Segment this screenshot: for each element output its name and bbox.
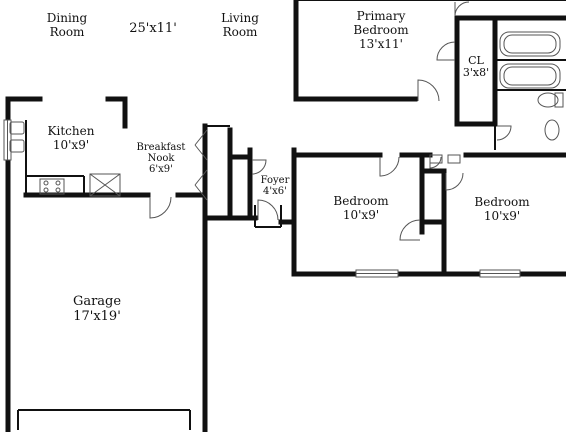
room-name-line: Nook [147,153,175,164]
room-dimensions: 4'x6' [263,186,287,197]
room-label-bedroom-2: Bedroom 10'x9' [333,194,388,222]
room-dimensions: 17'x19' [73,309,121,324]
room-label-kitchen: Kitchen 10'x9' [48,124,95,152]
room-dimensions: 25'x11' [129,21,177,36]
room-label-foyer: Foyer 4'x6' [261,175,290,197]
room-name-line: Room [222,25,258,39]
room-name-line: CL [468,54,484,67]
room-name-line: Dining [46,11,88,25]
room-dimensions: 10'x9' [52,138,90,152]
room-name-line: Bedroom [474,195,530,209]
room-name-line: Living [221,11,259,25]
door-swings [149,1,512,241]
room-dimensions: 3'x8' [462,66,490,79]
room-label-great-room: 25'x11' [129,21,177,36]
room-label-living: Living Room [221,11,259,39]
room-label-closet: CL 3'x8' [463,55,489,79]
walls [5,0,566,432]
room-name-line: Primary [356,9,406,23]
windows [3,119,521,278]
room-dimensions: 10'x9' [342,208,380,222]
room-label-bedroom-3: Bedroom 10'x9' [474,195,529,223]
room-name-line: Room [49,25,85,39]
room-label-breakfast-nook: Breakfast Nook 6'x9' [137,142,186,175]
fixtures [9,31,564,197]
room-name-line: Bedroom [333,194,389,208]
room-dimensions: 6'x9' [149,164,173,175]
room-name-line: Breakfast [136,142,186,153]
room-label-garage: Garage 17'x19' [73,294,121,324]
room-name-line: Kitchen [47,124,95,138]
room-label-primary-bedroom: Primary Bedroom 13'x11' [353,9,408,51]
room-name-line: Foyer [260,175,290,186]
room-name-line: Bedroom [353,23,409,37]
room-name-line: Garage [72,294,122,309]
room-dimensions: 13'x11' [359,37,403,51]
room-label-dining: Dining Room [47,11,87,39]
room-dimensions: 10'x9' [483,209,521,223]
thin-walls [17,0,566,430]
